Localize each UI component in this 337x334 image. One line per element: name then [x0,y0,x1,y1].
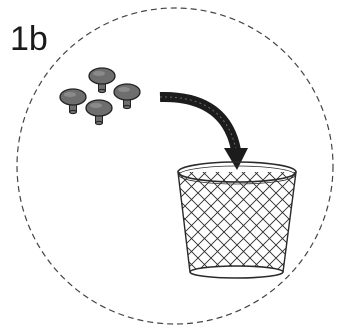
screw-cap-icon [88,67,116,94]
screw-cap-icon [59,88,87,115]
screw-cap-icon [85,99,113,126]
screw-cap-icon [113,83,141,110]
curved-arrow-icon [159,91,248,170]
dashed-circle-frame [16,7,334,325]
step-label: 1b [8,20,50,58]
screw-caps-group [59,67,141,126]
wire-mesh-basket-icon [177,161,297,279]
